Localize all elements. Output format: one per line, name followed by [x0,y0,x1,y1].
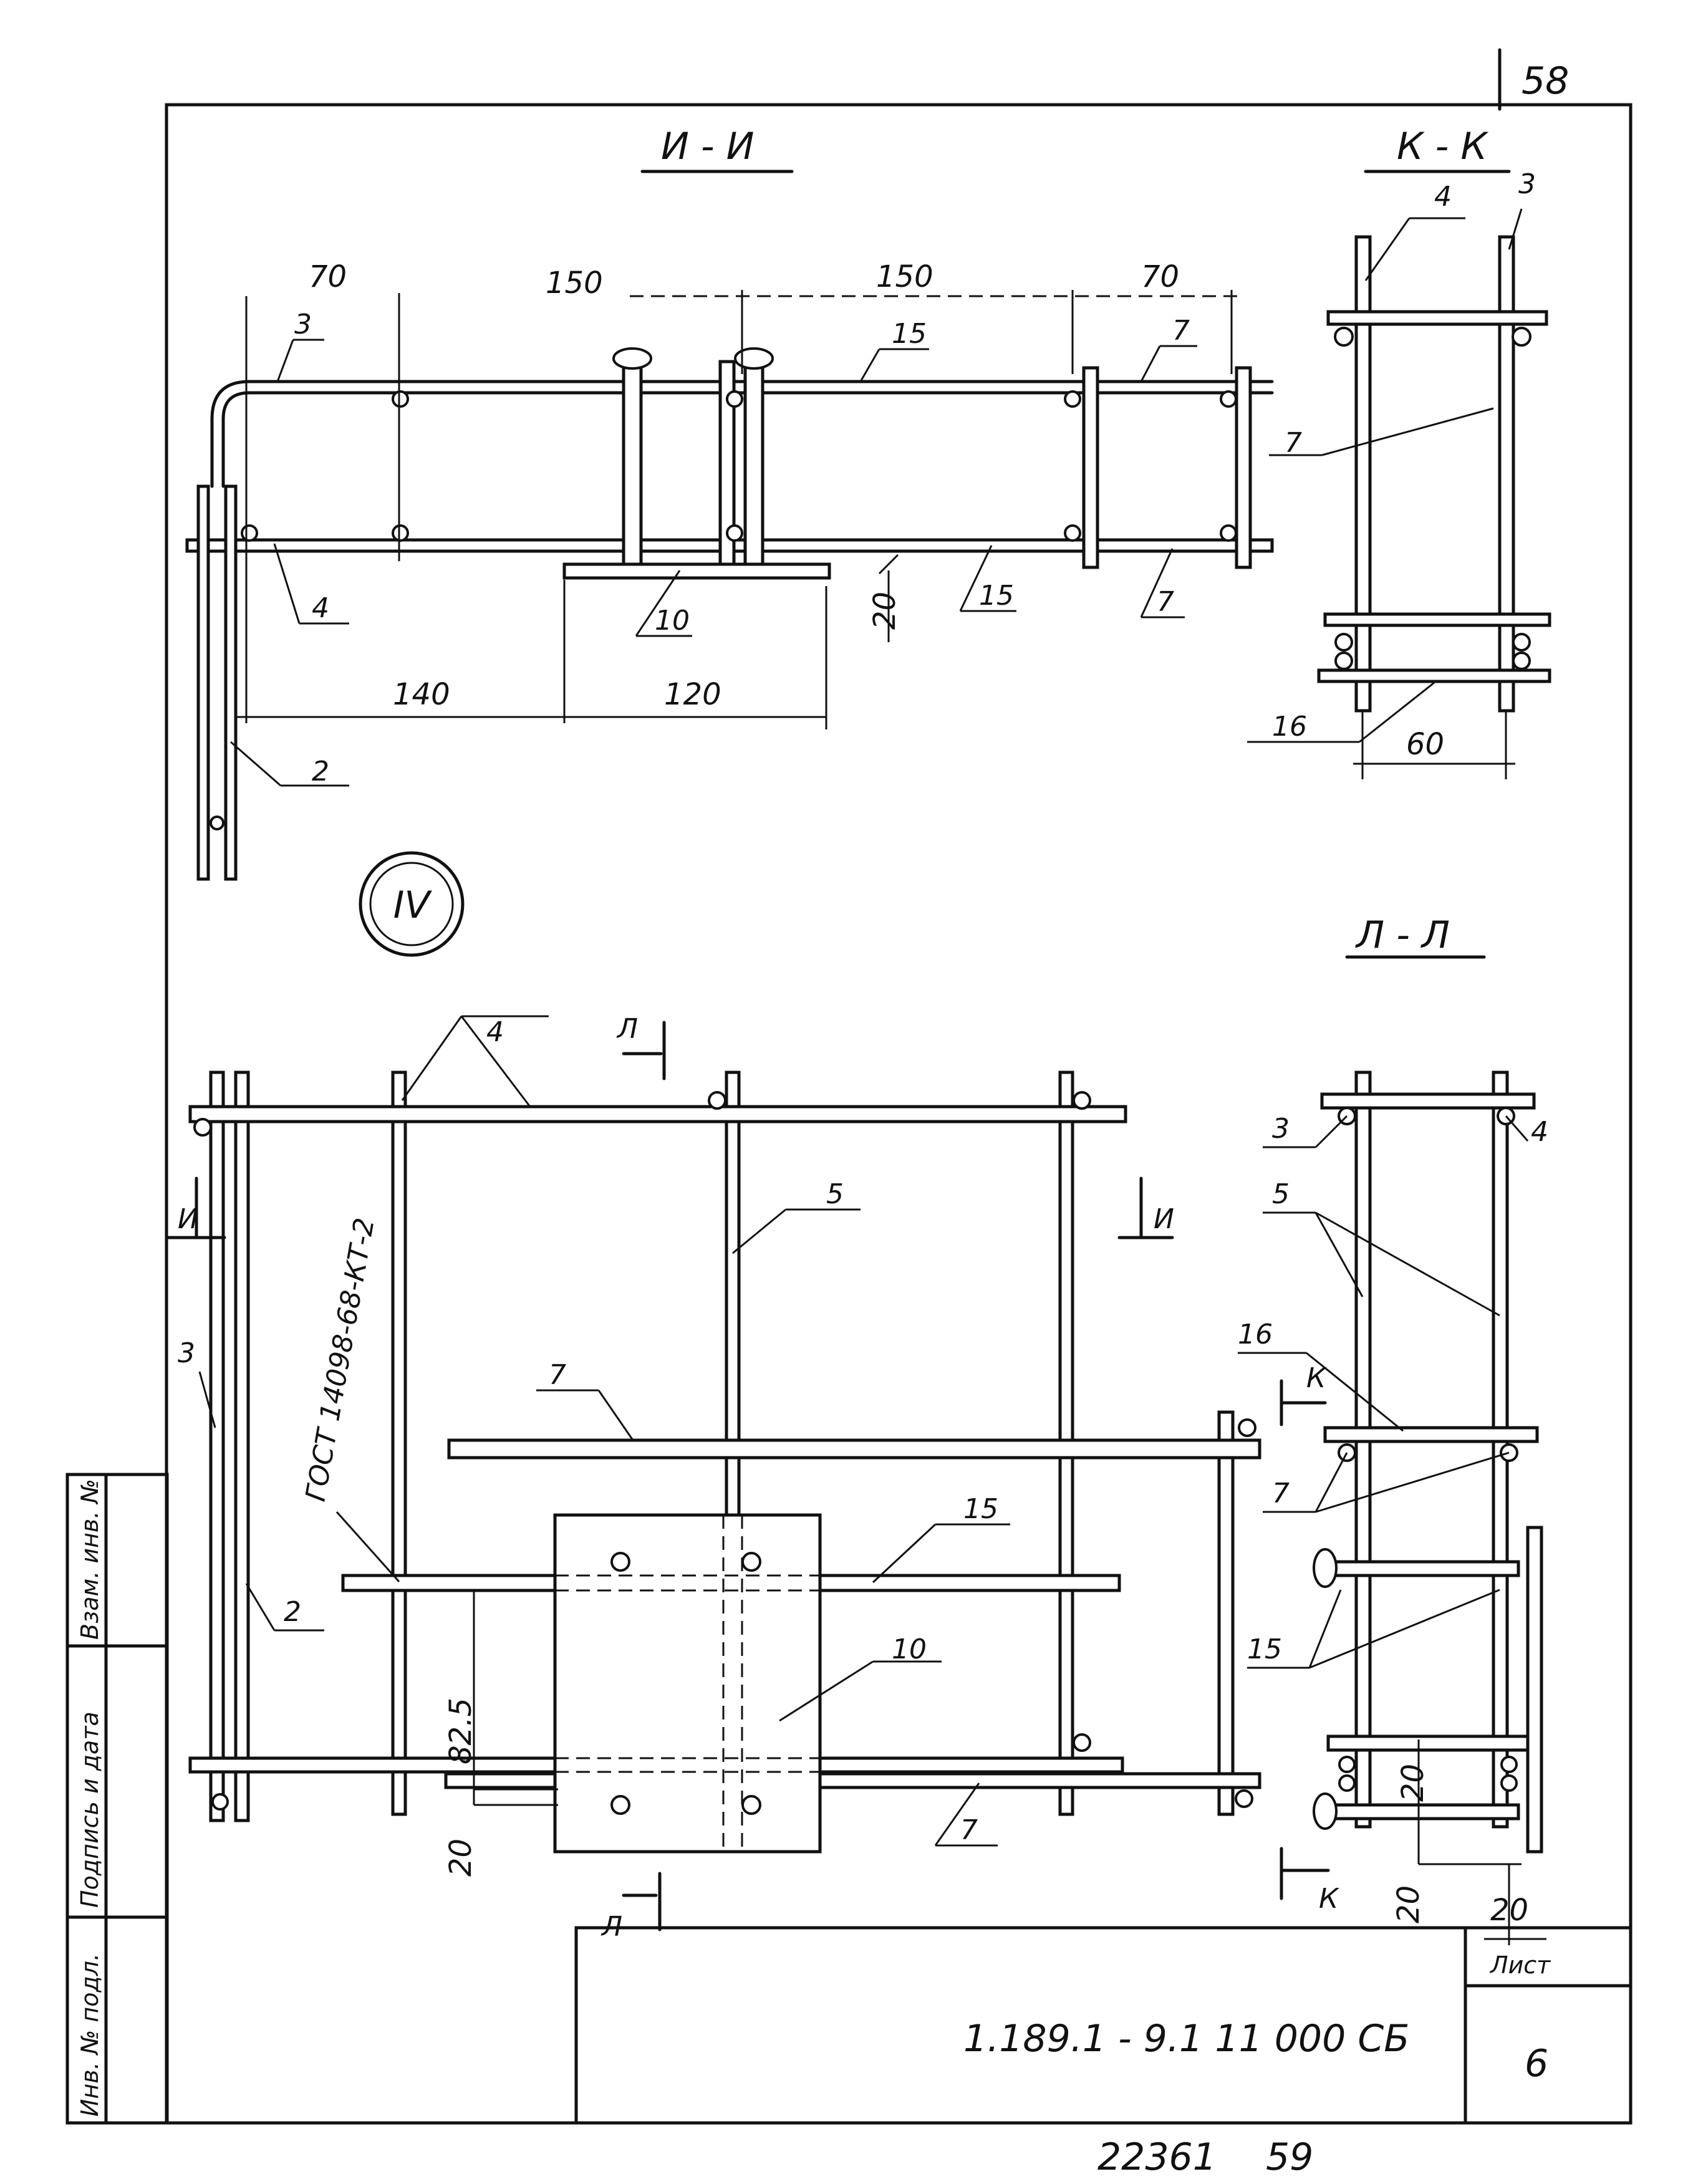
section-title-ll: Л - Л [1355,913,1450,957]
view-marker: IV [359,851,465,957]
dim-bottom-120: 120 [664,677,721,712]
sheet-number: 6 [1525,2042,1548,2085]
section-titles: И - И К - К Л - Л [640,125,1511,959]
frame [165,48,1633,2125]
stamp-replacement: Взам. инв. № [76,1479,104,1640]
dim-top-70-left: 70 [309,259,347,294]
label-2-plan: 2 [284,1596,301,1628]
section-kk-labels: 4 3 7 16 60 [1269,168,1536,762]
label-7-plan-bottom: 7 [960,1814,978,1846]
dim-plan-82-5: 82.5 [443,1698,478,1764]
label-15-ii-top: 15 [892,318,927,350]
label-5-plan: 5 [826,1178,844,1210]
page-number: 58 [1522,59,1569,103]
label-16-ll: 16 [1238,1319,1273,1350]
label-3-ll: 3 [1272,1113,1290,1145]
dim-top-150-right: 150 [876,259,933,294]
cut-mark-k-bottom: К [1319,1883,1339,1915]
dim-plan-20: 20 [443,1839,478,1877]
label-5-ll: 5 [1272,1178,1290,1210]
section-title-kk: К - К [1397,125,1488,168]
stamp-original-inventory: Инв. № подл. [76,1953,104,2117]
section-title-ii: И - И [661,125,755,168]
cut-mark-l-top: Л [616,1013,638,1045]
section-kk-view [1247,208,1551,779]
cut-marks: Л Л И И К К [166,1013,1339,1943]
label-15-ll: 15 [1247,1633,1282,1665]
label-2-ii: 2 [312,756,329,787]
label-10-ii: 10 [655,605,690,637]
sheet-label: Лист [1489,1951,1551,1979]
label-15-plan: 15 [963,1493,998,1525]
label-10-plan: 10 [892,1633,927,1665]
label-7-kk: 7 [1285,427,1302,459]
label-4-ll: 4 [1531,1116,1548,1148]
archive-suffix: 59 [1266,2135,1313,2179]
label-4-ii: 4 [312,592,329,624]
label-3-kk: 3 [1518,168,1536,200]
label-15-ii-bottom: 15 [979,580,1014,612]
title-block: 1.189.1 - 9.1 11 000 СБ Лист 6 22361 59 [963,1951,1551,2179]
cut-mark-i-left: И [178,1203,198,1235]
archive-number: 22361 [1097,2135,1217,2179]
view-marker-text: IV [393,883,433,927]
label-4-plan: 4 [486,1016,504,1048]
label-3-plan: 3 [178,1337,195,1369]
standard-label: ГОСТ 14098-68-КТ-2 [300,1216,381,1504]
label-7-ii-bottom: 7 [1157,586,1174,618]
dim-bottom-140: 140 [393,677,450,712]
section-ll-labels: 3 4 5 16 7 15 20 20 20 [1238,1113,1548,1928]
drawing-designation: 1.189.1 - 9.1 11 000 СБ [963,2017,1409,2061]
label-4-kk: 4 [1434,181,1452,213]
section-ii-dimensions: 70 150 150 70 140 120 20 [309,259,1179,712]
dim-gap-20: 20 [867,592,902,630]
section-ll-view [1313,1070,1546,1945]
dim-ll-20-b: 20 [1391,1885,1426,1923]
section-ii-view [185,290,1274,881]
label-16-kk: 16 [1272,711,1307,743]
dim-kk-60: 60 [1406,727,1444,762]
stamp-signature-date: Подпись и дата [76,1711,104,1908]
label-7-ii-top: 7 [1172,315,1190,347]
dim-ll-20-c: 20 [1490,1893,1528,1928]
label-3-ii: 3 [294,309,312,340]
dim-top-150-left: 150 [546,266,603,301]
side-stamp: Взам. инв. № Подпись и дата Инв. № подл. [65,1473,169,2125]
section-ii-leaders: 3 4 2 10 15 15 7 7 [230,309,1197,787]
label-7-ll: 7 [1272,1478,1290,1509]
cut-mark-i-right: И [1154,1203,1174,1235]
cut-mark-l-bottom: Л [600,1911,622,1943]
dim-ll-20-a: 20 [1396,1764,1430,1802]
dim-top-70-right: 70 [1141,259,1179,294]
label-7-plan-top: 7 [549,1359,566,1391]
plan-view [188,1070,1261,1854]
